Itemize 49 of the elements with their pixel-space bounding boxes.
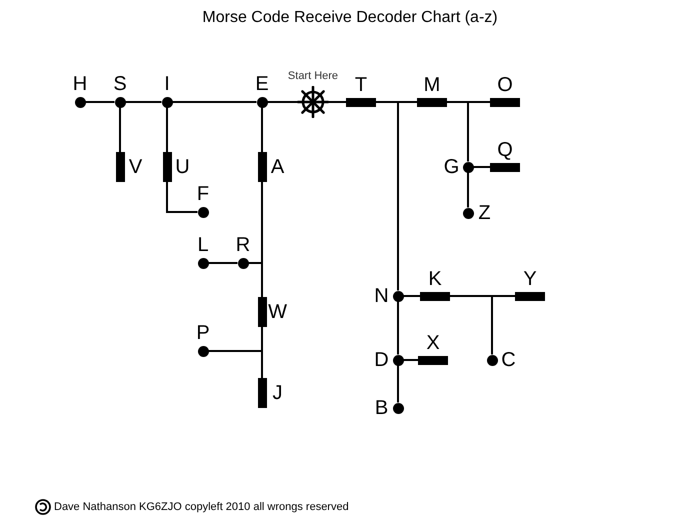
letter-label: S [113, 74, 127, 94]
letter-label: T [354, 74, 368, 94]
connector-line [329, 101, 346, 103]
letter-label: Q [497, 140, 513, 160]
connector-line [261, 108, 263, 152]
letter-label: I [164, 74, 170, 94]
letter-label: M [424, 74, 440, 94]
footer-note: Dave Nathanson KG6ZJO copyleft 2010 all wrongs reserved [54, 500, 349, 515]
chart-title: Morse Code Receive Decoder Chart (a-z) [202, 9, 498, 26]
letter-label: Z [478, 203, 491, 223]
connector-line [261, 327, 263, 378]
letter-label: Y [523, 268, 537, 288]
letter-label: N [374, 286, 389, 306]
connector-line [268, 101, 297, 103]
letter-label: W [268, 302, 287, 322]
connector-line [397, 366, 399, 402]
connector-line [467, 172, 469, 208]
connector-line [208, 262, 238, 264]
connector-line [404, 295, 420, 297]
letter-label: U [175, 157, 190, 177]
start-caption: Start Here [288, 69, 338, 83]
letter-label: D [374, 350, 389, 370]
letter-label: C [501, 350, 516, 370]
connector-line [126, 101, 162, 103]
connector-line [397, 302, 399, 354]
letter-label: R [236, 234, 250, 254]
letter-label: K [428, 268, 442, 288]
letter-label: F [196, 184, 210, 204]
connector-line [166, 182, 198, 213]
letter-label: A [270, 157, 284, 177]
connector-line [86, 101, 114, 103]
connector-line [166, 108, 168, 152]
connector-line [119, 108, 121, 152]
connector-line [404, 359, 418, 361]
letter-label: B [374, 398, 388, 418]
letter-label: P [196, 322, 210, 342]
connector-line [376, 101, 417, 103]
connector-line [172, 101, 256, 103]
letter-label: O [497, 74, 513, 94]
letter-label: J [272, 383, 282, 403]
letter-label: H [72, 74, 88, 94]
letter-label: E [255, 74, 269, 94]
letter-label: G [444, 157, 460, 177]
letter-label: V [128, 157, 142, 177]
connector-line [447, 101, 490, 103]
connector-line [261, 182, 263, 297]
letter-label: X [426, 332, 440, 352]
letter-label: L [197, 234, 209, 254]
connector-line [474, 166, 490, 168]
